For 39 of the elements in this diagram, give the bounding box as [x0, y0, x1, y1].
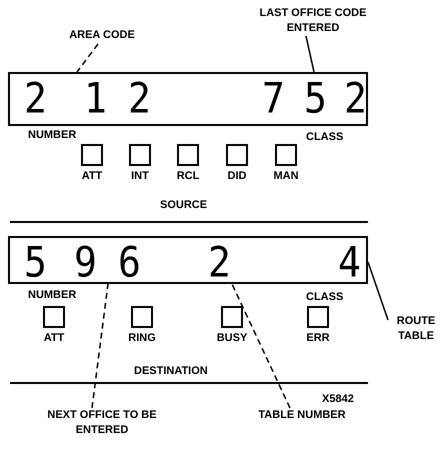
display-digit: 4 — [338, 236, 361, 288]
lamp-label: BUSY — [216, 331, 248, 345]
panel-label: CLASS — [306, 130, 344, 144]
display-digit: 2 — [208, 236, 231, 288]
lamp-label: ERR — [306, 331, 330, 345]
digit-display — [8, 72, 368, 126]
callout-text: ROUTE TABLE — [388, 314, 444, 346]
callout-text: LAST OFFICE CODE ENTERED — [248, 6, 378, 36]
leader-line — [367, 262, 389, 320]
lamp-label: RCL — [176, 169, 200, 183]
display-digit: 5 — [304, 72, 327, 124]
lamp-label: RING — [128, 331, 156, 345]
display-digit: 5 — [24, 236, 47, 288]
display-digit: 7 — [262, 72, 285, 124]
panel-label: SOURCE — [160, 198, 208, 212]
lamp-label: ATT — [82, 169, 102, 183]
display-digit: 2 — [344, 72, 367, 124]
panel-label: X5842 — [322, 392, 354, 406]
lamp-label: MAN — [273, 169, 299, 183]
panel-label: NUMBER — [28, 288, 76, 302]
leader-line — [76, 44, 99, 72]
panel-label: CLASS — [306, 290, 344, 304]
leader-line — [305, 36, 315, 72]
lamp-label: ATT — [44, 331, 64, 345]
display-digit: 1 — [84, 72, 107, 124]
display-digit: 2 — [128, 72, 151, 124]
display-digit: 6 — [118, 236, 141, 288]
lamp-label: DID — [228, 169, 246, 183]
callout-text: NEXT OFFICE TO BE ENTERED — [32, 408, 172, 442]
callout-text: AREA CODE — [52, 28, 152, 44]
display-digit: 9 — [74, 236, 97, 288]
leader-line — [231, 284, 291, 408]
lamp-label: INT — [131, 169, 149, 183]
panel-label: NUMBER — [28, 128, 76, 142]
leader-line — [91, 284, 109, 408]
panel-label: DESTINATION — [134, 364, 208, 378]
display-digit: 2 — [24, 72, 47, 124]
callout-text: TABLE NUMBER — [232, 408, 372, 424]
digit-display — [8, 236, 368, 284]
